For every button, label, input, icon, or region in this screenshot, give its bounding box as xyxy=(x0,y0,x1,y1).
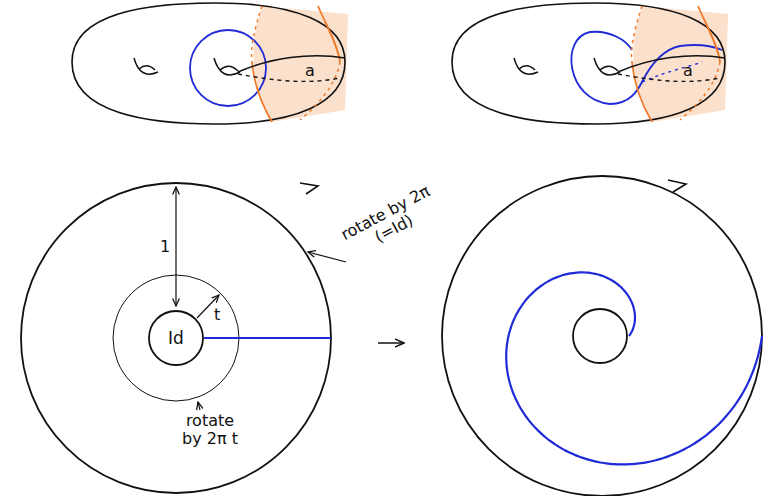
annulus-figure xyxy=(21,183,346,493)
curve-label: a xyxy=(305,62,315,80)
curve-label: a xyxy=(683,62,693,80)
node-label: Id xyxy=(168,328,184,348)
annotation: rotate by 2π t xyxy=(176,412,244,449)
twisted-annulus-figure xyxy=(442,176,762,496)
map-arrow xyxy=(378,342,404,344)
torus-figure xyxy=(452,3,728,124)
identity-circle: Id xyxy=(148,310,204,366)
torus-figure xyxy=(72,3,348,124)
dimension-label: t xyxy=(214,306,220,324)
dimension-label: 1 xyxy=(160,238,170,256)
annotation: rotate by 2π (=Id) xyxy=(334,180,447,263)
